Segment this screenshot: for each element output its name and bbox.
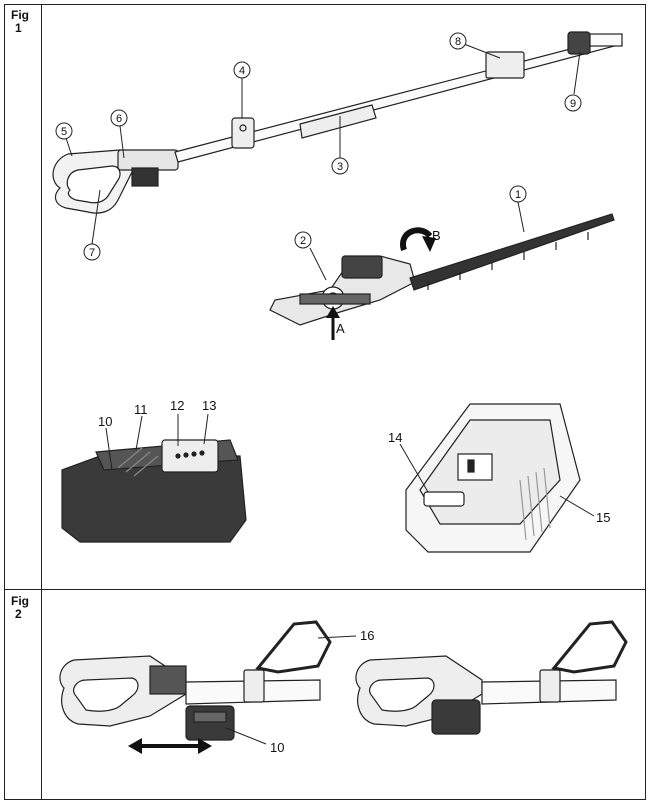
charger-illustration: [405, 403, 581, 553]
figure-frame: Fig 1 Fig 2: [4, 4, 646, 800]
callout-11: 11: [134, 402, 148, 417]
callout-10-fig2: 10: [270, 740, 284, 755]
callout-4-text: 4: [239, 65, 245, 77]
arrow-a: [326, 306, 340, 340]
callout-14: 14: [388, 430, 402, 445]
callout-3: 3: [331, 116, 349, 175]
callout-2-text: 2: [300, 235, 306, 247]
callout-2: 2: [294, 231, 327, 281]
push-pull-arrow: [128, 738, 212, 754]
callout-6-text: 6: [116, 113, 122, 125]
arrow-a-label: A: [336, 321, 345, 336]
callout-5: 5: [55, 122, 73, 157]
callout-5-text: 5: [61, 126, 67, 138]
callouts-plain: [105, 413, 595, 745]
callout-8: 8: [449, 32, 501, 59]
callout-1: 1: [509, 185, 527, 233]
fig1-label-text: Fig: [11, 8, 29, 22]
column-divider: [41, 5, 42, 799]
fig2-left-illustration: [59, 620, 332, 741]
callout-3-text: 3: [337, 161, 343, 173]
callouts-circled: 1 2 3 4 5 6 7 8 9: [55, 32, 582, 281]
fig2-label: Fig 2: [11, 595, 29, 621]
callout-10: 10: [98, 414, 112, 429]
callout-13: 13: [202, 398, 216, 413]
fig2-label-number: 2: [15, 607, 22, 621]
fig2-label-text: Fig: [11, 594, 29, 608]
row-divider: [5, 589, 645, 590]
arrow-b: [400, 227, 436, 252]
pole-assembly-illustration: [52, 31, 623, 214]
callout-8-text: 8: [455, 36, 461, 48]
fig2-right-illustration: [355, 620, 628, 735]
arrow-b-label: B: [432, 228, 441, 243]
callout-12: 12: [170, 398, 184, 413]
callout-7: 7: [83, 189, 101, 261]
fig1-label: Fig 1: [11, 9, 29, 35]
battery-pack-illustration: [61, 439, 247, 543]
callout-9-text: 9: [570, 98, 576, 110]
callout-16: 16: [360, 628, 374, 643]
hedge-trimmer-head-illustration: [269, 213, 615, 326]
callout-15: 15: [596, 510, 610, 525]
fig1-label-number: 1: [15, 21, 22, 35]
callout-6: 6: [110, 109, 128, 159]
callout-4: 4: [233, 61, 251, 118]
callout-9: 9: [564, 51, 582, 112]
callout-7-text: 7: [89, 247, 95, 259]
callout-1-text: 1: [515, 189, 521, 201]
